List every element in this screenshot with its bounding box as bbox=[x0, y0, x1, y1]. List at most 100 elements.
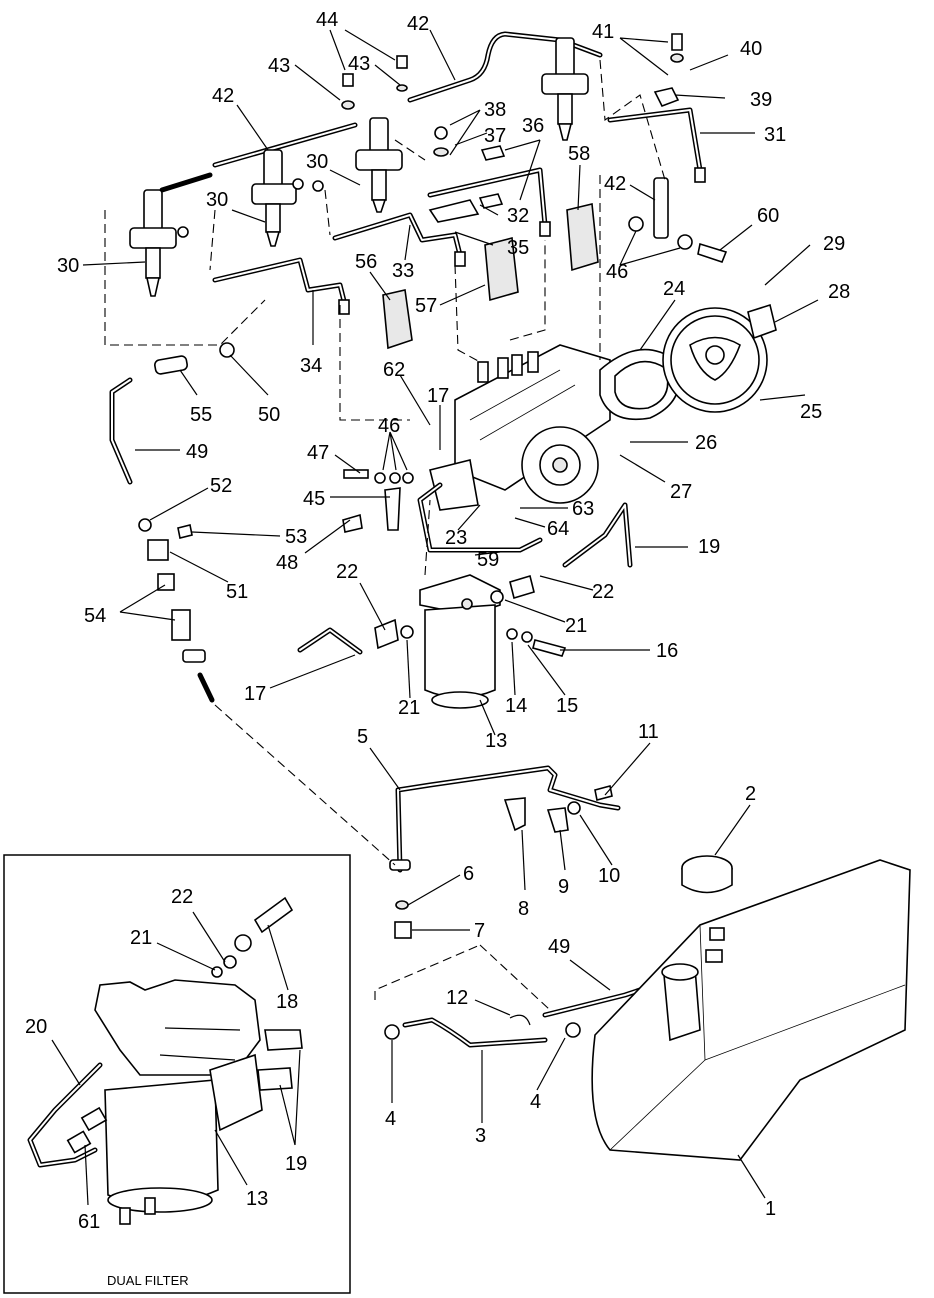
callout-59: 59 bbox=[477, 549, 499, 571]
callout-42: 42 bbox=[604, 173, 626, 195]
callout-31: 31 bbox=[764, 124, 786, 146]
callout-37: 37 bbox=[484, 125, 506, 147]
callout-33: 33 bbox=[392, 260, 414, 282]
injection-pump bbox=[429, 344, 611, 511]
callout-19: 19 bbox=[285, 1153, 307, 1175]
inset-leader-lines bbox=[51, 911, 301, 1206]
callout-43: 43 bbox=[348, 53, 370, 75]
callout-45: 45 bbox=[303, 488, 325, 510]
callout-17: 17 bbox=[244, 683, 266, 705]
callout-30: 30 bbox=[306, 151, 328, 173]
callout-46: 46 bbox=[378, 415, 400, 437]
callout-54: 54 bbox=[84, 605, 106, 627]
pump-gasket bbox=[599, 348, 680, 421]
return-line bbox=[389, 765, 621, 939]
callout-32: 32 bbox=[507, 205, 529, 227]
injector-2 bbox=[251, 149, 304, 247]
callout-6: 6 bbox=[463, 863, 474, 885]
callout-22: 22 bbox=[592, 581, 614, 603]
callout-25: 25 bbox=[800, 401, 822, 423]
callout-38: 38 bbox=[484, 99, 506, 121]
callout-17: 17 bbox=[427, 385, 449, 407]
callout-24: 24 bbox=[663, 278, 685, 300]
callout-34: 34 bbox=[300, 355, 322, 377]
callout-29: 29 bbox=[823, 233, 845, 255]
callout-19: 19 bbox=[698, 536, 720, 558]
callout-12: 12 bbox=[446, 987, 468, 1009]
bleed-pipes bbox=[297, 482, 633, 655]
callout-4: 4 bbox=[530, 1091, 541, 1113]
injector-1 bbox=[129, 189, 189, 297]
callout-60: 60 bbox=[757, 205, 779, 227]
callout-22: 22 bbox=[171, 886, 193, 908]
callout-30: 30 bbox=[206, 189, 228, 211]
callout-62: 62 bbox=[383, 359, 405, 381]
callout-16: 16 bbox=[656, 640, 678, 662]
left-banjo-fittings bbox=[342, 469, 414, 533]
callout-55: 55 bbox=[190, 404, 212, 426]
callout-27: 27 bbox=[670, 481, 692, 503]
callout-42: 42 bbox=[407, 13, 429, 35]
callout-21: 21 bbox=[130, 927, 152, 949]
dashed-assembly-lines bbox=[104, 59, 666, 1011]
callout-13: 13 bbox=[246, 1188, 268, 1210]
callout-10: 10 bbox=[598, 865, 620, 887]
leader-lines bbox=[82, 29, 819, 1199]
filter-fittings bbox=[374, 574, 567, 657]
callout-46: 46 bbox=[606, 261, 628, 283]
callout-1: 1 bbox=[765, 1198, 776, 1220]
clamps bbox=[428, 33, 684, 223]
injector-3 bbox=[312, 117, 403, 213]
callout-50: 50 bbox=[258, 404, 280, 426]
inset-frame bbox=[3, 854, 351, 1294]
callout-15: 15 bbox=[556, 695, 578, 717]
return-bolts-43-44 bbox=[341, 55, 408, 110]
callout-64: 64 bbox=[547, 518, 569, 540]
callout-26: 26 bbox=[695, 432, 717, 454]
fuel-tank bbox=[591, 855, 911, 1161]
callout-49: 49 bbox=[186, 441, 208, 463]
leak-off-pipes bbox=[212, 107, 706, 315]
gear-plate bbox=[747, 303, 777, 340]
callout-21: 21 bbox=[565, 615, 587, 637]
inset-dual-filter-artwork bbox=[27, 896, 303, 1225]
callout-9: 9 bbox=[558, 876, 569, 898]
callout-53: 53 bbox=[285, 526, 307, 548]
callout-28: 28 bbox=[828, 281, 850, 303]
callout-49: 49 bbox=[548, 936, 570, 958]
callout-11: 11 bbox=[638, 721, 659, 743]
callout-22: 22 bbox=[336, 561, 358, 583]
callout-61: 61 bbox=[78, 1211, 100, 1233]
callout-21: 21 bbox=[398, 697, 420, 719]
callout-30: 30 bbox=[57, 255, 79, 277]
callout-2: 2 bbox=[745, 783, 756, 805]
callout-41: 41 bbox=[592, 21, 614, 43]
fuel-filter bbox=[419, 574, 501, 709]
callout-43: 43 bbox=[268, 55, 290, 77]
rubber-boots bbox=[382, 203, 599, 350]
callout-numbers: 44 42 41 40 43 43 39 42 38 37 36 31 30 5… bbox=[25, 9, 850, 1233]
parts-artwork bbox=[82, 29, 911, 1199]
callout-58: 58 bbox=[568, 143, 590, 165]
callout-36: 36 bbox=[522, 115, 544, 137]
injector-4 bbox=[541, 37, 589, 141]
callout-40: 40 bbox=[740, 38, 762, 60]
callout-44: 44 bbox=[316, 9, 338, 31]
callout-23: 23 bbox=[445, 527, 467, 549]
callout-39: 39 bbox=[750, 89, 772, 111]
callout-13: 13 bbox=[485, 730, 507, 752]
callout-63: 63 bbox=[572, 498, 594, 520]
callout-7: 7 bbox=[474, 920, 485, 942]
banjo-fitting-right bbox=[628, 177, 728, 263]
drive-gear bbox=[662, 307, 768, 413]
callout-42: 42 bbox=[212, 85, 234, 107]
callout-14: 14 bbox=[505, 695, 527, 717]
callout-35: 35 bbox=[507, 237, 529, 259]
dual-filter-inset: DUAL FILTER bbox=[3, 854, 351, 1294]
callout-57: 57 bbox=[415, 295, 437, 317]
injector-line-top bbox=[159, 31, 603, 193]
callout-48: 48 bbox=[276, 552, 298, 574]
callout-5: 5 bbox=[357, 726, 368, 748]
callout-8: 8 bbox=[518, 898, 529, 920]
callout-3: 3 bbox=[475, 1125, 486, 1147]
